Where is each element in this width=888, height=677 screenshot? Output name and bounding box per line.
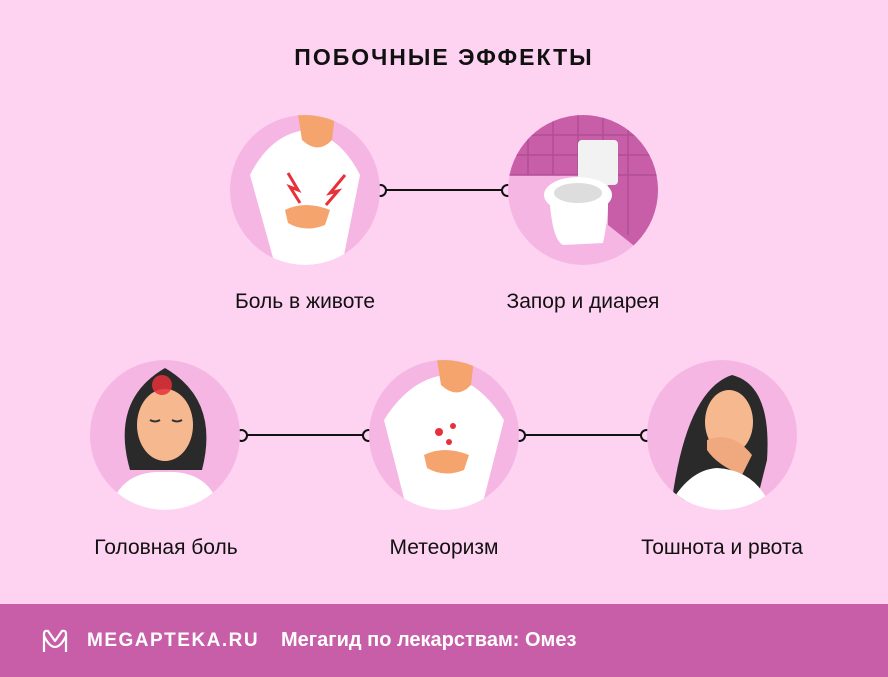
effect-label: Головная боль: [94, 536, 238, 559]
effect-label: Тошнота и рвота: [641, 536, 803, 559]
connector-line: [235, 428, 375, 442]
megapteka-logo-icon: [42, 629, 68, 652]
connector-line: [374, 183, 514, 197]
effect-label: Метеоризм: [389, 536, 499, 559]
toilet-illustration: [508, 115, 658, 265]
footer: MEGAPTEKA.RU Мегагид по лекарствам: Омез: [0, 604, 888, 677]
page-title: ПОБОЧНЫЕ ЭФФЕКТЫ: [294, 44, 594, 70]
connector-line: [513, 428, 653, 442]
brand-name[interactable]: MEGAPTEKA.RU: [87, 630, 260, 651]
stomach-pain-illustration: [230, 115, 380, 265]
effect-label: Запор и диарея: [506, 290, 660, 313]
headache-illustration: [90, 360, 240, 510]
effect-label: Боль в животе: [235, 290, 375, 313]
nausea-illustration: [647, 360, 797, 510]
bloating-illustration: [369, 360, 519, 510]
footer-subtitle: Мегагид по лекарствам: Омез: [281, 629, 577, 651]
